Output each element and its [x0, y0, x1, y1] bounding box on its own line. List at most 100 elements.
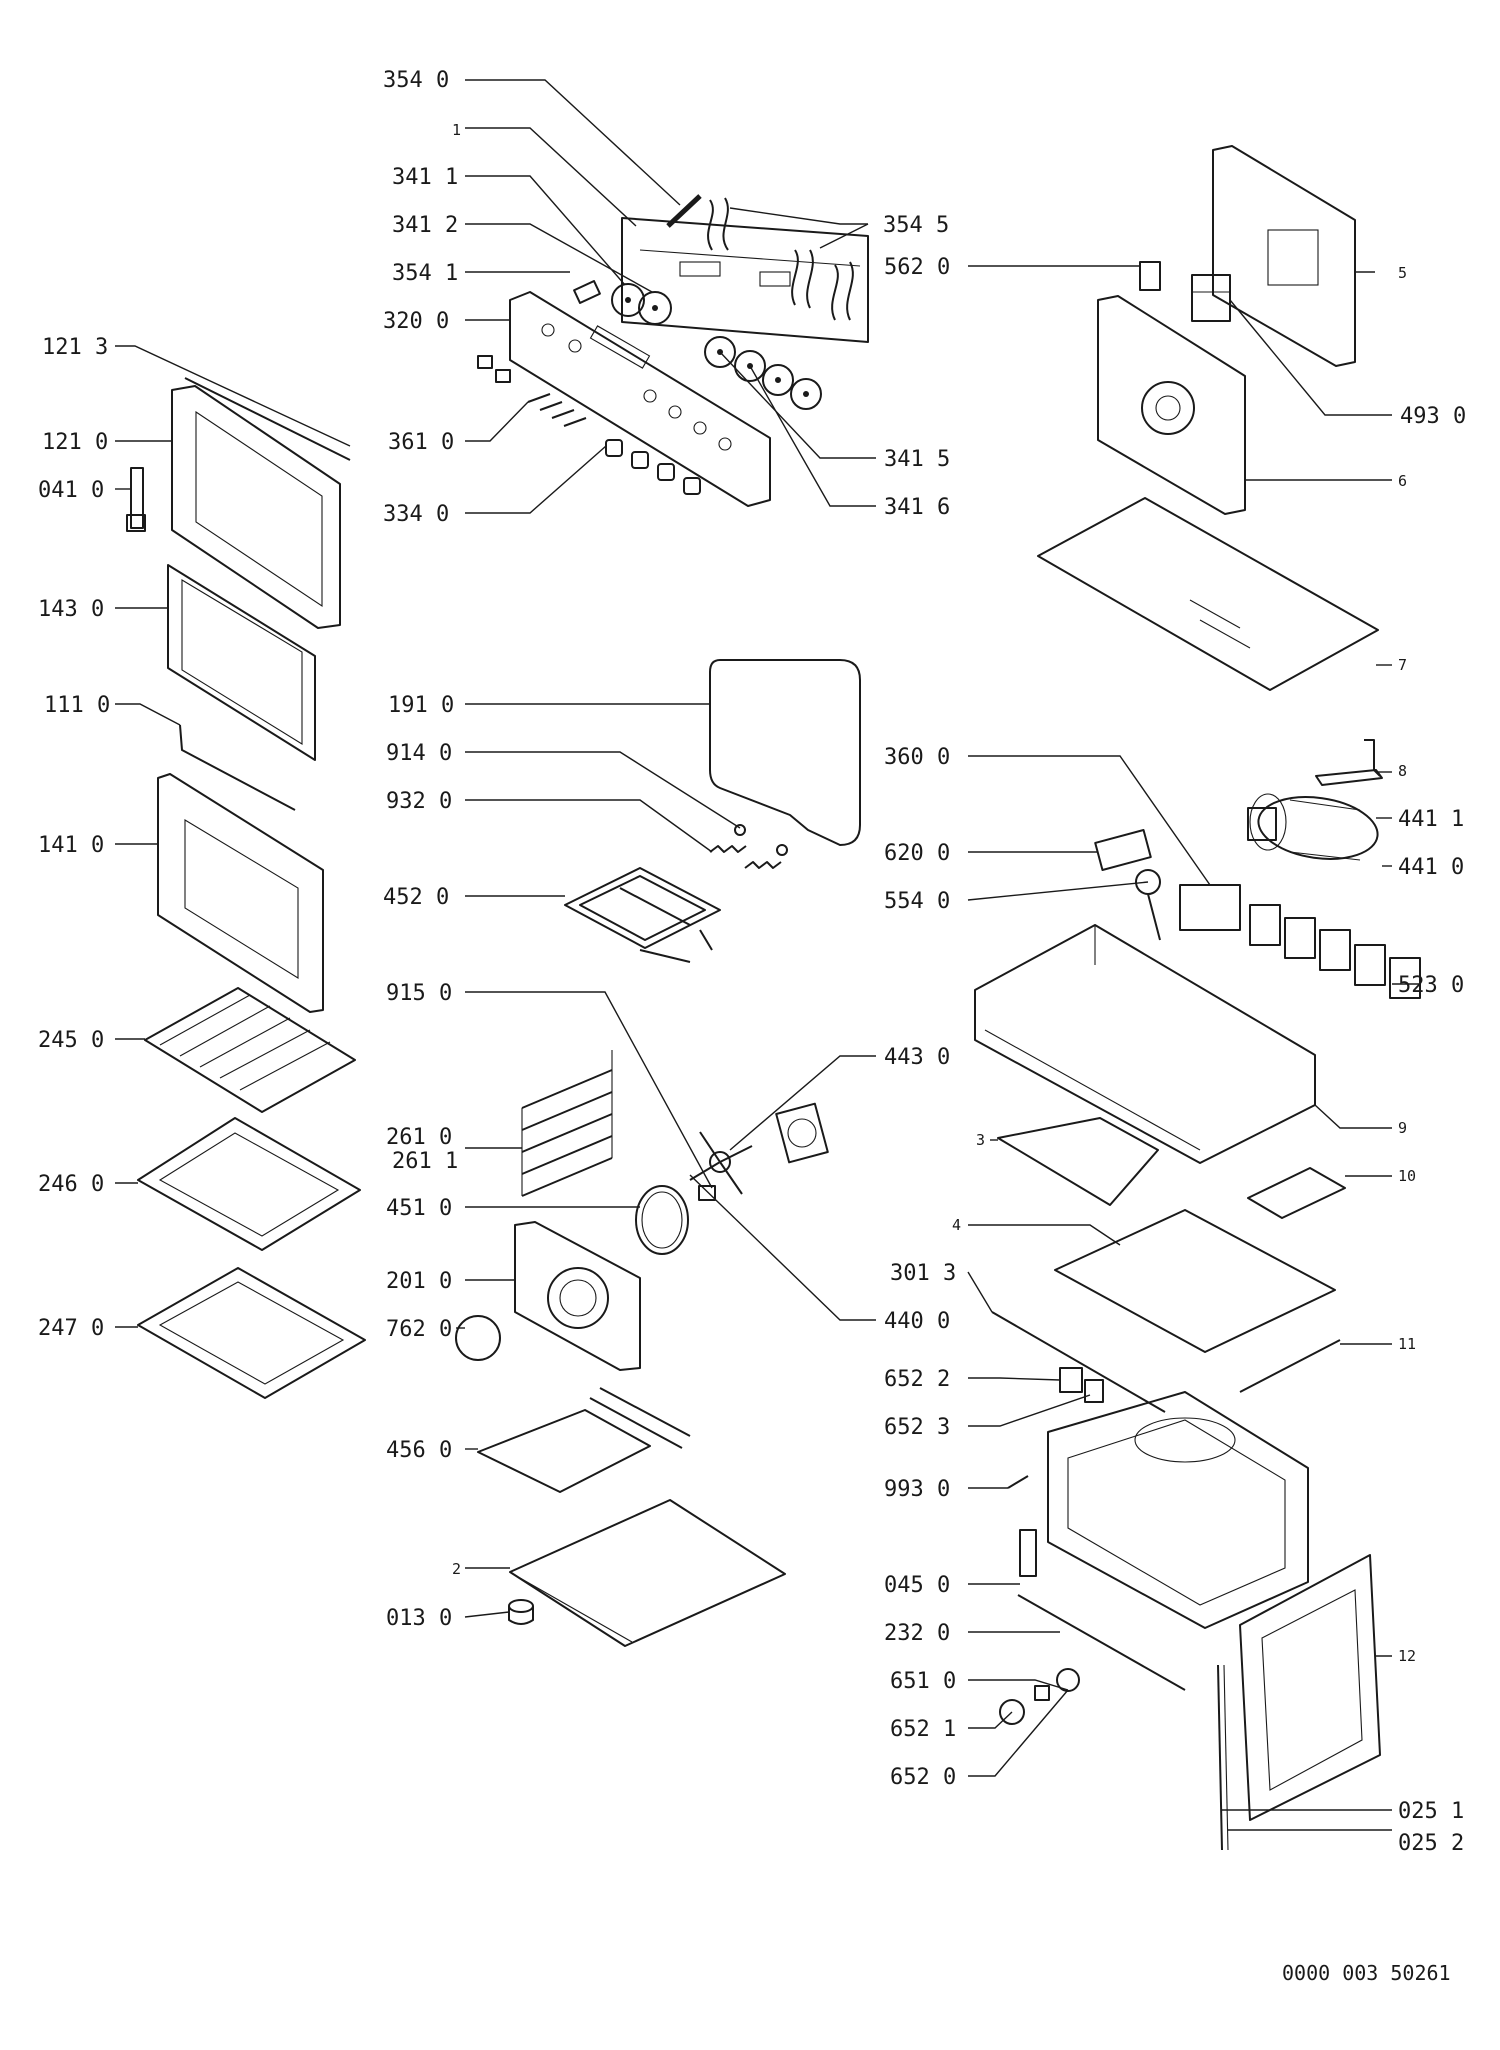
- rear-panel: [1212, 145, 1356, 367]
- cooling-fan-motor: [1247, 793, 1379, 861]
- terminal-block: [1191, 274, 1231, 322]
- insulation-plate-4: [1054, 1209, 1336, 1353]
- label-320-0: 320 0: [383, 309, 449, 334]
- shelf-runners: [521, 1050, 613, 1197]
- door-rod: [179, 724, 296, 811]
- label-025-2: 025 2: [1398, 1831, 1464, 1856]
- rod: [666, 194, 702, 228]
- label-451-0: 451 0: [386, 1196, 452, 1221]
- side-trim-strips: [1217, 1664, 1229, 1851]
- label-111-0: 111 0: [44, 693, 110, 718]
- drip-tray: [137, 1267, 366, 1399]
- outer-door-glass: [157, 773, 324, 1013]
- knob-pins: [477, 355, 587, 427]
- label-914-0: 914 0: [386, 741, 452, 766]
- wire-shelf: [144, 987, 356, 1113]
- label-334-0: 334 0: [383, 502, 449, 527]
- part-drawings: [126, 145, 1421, 1851]
- label-2: 2: [452, 1560, 461, 1578]
- label-6: 6: [1398, 472, 1407, 490]
- label-246-0: 246 0: [38, 1172, 104, 1197]
- label-3: 3: [976, 1131, 985, 1149]
- dial-discs: [611, 283, 822, 410]
- label-562-0: 562 0: [884, 255, 950, 280]
- label-441-1: 441 1: [1398, 807, 1464, 832]
- lamp-knob: [573, 280, 601, 304]
- label-232-0: 232 0: [884, 1621, 950, 1646]
- inner-rear-panel: [1097, 295, 1246, 515]
- thermal-cutout: [1094, 829, 1152, 871]
- label-5: 5: [1398, 264, 1407, 282]
- selector-switch-relays: [1179, 884, 1421, 999]
- label-354-5: 354 5: [883, 213, 949, 238]
- foot: [508, 1599, 534, 1625]
- label-456-0: 456 0: [386, 1438, 452, 1463]
- label-762-0: 762 0: [386, 1317, 452, 1342]
- top-cover: [1037, 497, 1379, 691]
- label-247-0: 247 0: [38, 1316, 104, 1341]
- oven-lamp: [999, 1668, 1080, 1725]
- label-12: 12: [1398, 1647, 1416, 1665]
- label-341-6: 341 6: [884, 495, 950, 520]
- front-trim-strip: [1017, 1594, 1186, 1691]
- label-361-0: 361 0: [388, 430, 454, 455]
- label-025-1: 025 1: [1398, 1799, 1464, 1824]
- label-932-0: 932 0: [386, 789, 452, 814]
- label-915-0: 915 0: [386, 981, 452, 1006]
- inner-glass-panel: [167, 564, 316, 761]
- label-341-1: 341 1: [392, 165, 458, 190]
- fan-gasket: [455, 1315, 501, 1361]
- label-261-1: 261 1: [392, 1149, 458, 1174]
- label-651-0: 651 0: [890, 1669, 956, 1694]
- fan-cover-plate: [514, 1221, 641, 1371]
- label-443-0: 443 0: [884, 1045, 950, 1070]
- label-261-0: 261 0: [386, 1125, 452, 1150]
- label-523-0: 523 0: [1398, 973, 1464, 998]
- label-554-0: 554 0: [884, 889, 950, 914]
- element-springs: [709, 824, 788, 869]
- circular-element: [635, 1185, 689, 1255]
- label-013-0: 013 0: [386, 1606, 452, 1631]
- screw: [1007, 1475, 1029, 1489]
- bracket-plate-10: [1247, 1167, 1346, 1219]
- door-hinge-bracket: [1019, 1529, 1037, 1577]
- part-labels: 354 0 1 341 1 341 2 354 1 320 0 121 3 12…: [38, 68, 1466, 1856]
- label-993-0: 993 0: [884, 1477, 950, 1502]
- document-number: 0000 003 50261: [1282, 1961, 1451, 1985]
- label-10: 10: [1398, 1167, 1416, 1185]
- label-652-3: 652 3: [884, 1415, 950, 1440]
- label-441-0: 441 0: [1398, 855, 1464, 880]
- label-452-0: 452 0: [383, 885, 449, 910]
- thermostat: [1135, 869, 1161, 941]
- wiring-harness: [707, 197, 854, 321]
- grill-element: [564, 867, 721, 963]
- strip-11: [1239, 1339, 1341, 1393]
- label-141-0: 141 0: [38, 833, 104, 858]
- label-354-0: 354 0: [383, 68, 449, 93]
- side-strip: [991, 1311, 1166, 1413]
- control-panel-bracket: [621, 217, 869, 343]
- door-switch: [1139, 261, 1161, 291]
- insulation-plate-3: [997, 1117, 1159, 1206]
- label-191-0: 191 0: [388, 693, 454, 718]
- label-652-1: 652 1: [890, 1717, 956, 1742]
- label-493-0: 493 0: [1400, 404, 1466, 429]
- door-gasket: [709, 659, 861, 846]
- label-341-5: 341 5: [884, 447, 950, 472]
- oven-cavity: [1047, 1391, 1309, 1629]
- label-440-0: 440 0: [884, 1309, 950, 1334]
- label-652-0: 652 0: [890, 1765, 956, 1790]
- leader-lines: [115, 79, 1420, 1831]
- label-301-3: 301 3: [890, 1261, 956, 1286]
- label-620-0: 620 0: [884, 841, 950, 866]
- label-121-3: 121 3: [42, 335, 108, 360]
- oven-floor-plate: [509, 1499, 786, 1647]
- door-seal-strip: [184, 377, 351, 461]
- label-11: 11: [1398, 1335, 1416, 1353]
- front-control-panel: [509, 291, 771, 507]
- label-341-2: 341 2: [392, 213, 458, 238]
- label-1: 1: [452, 121, 461, 139]
- oven-door-panel: [1239, 1554, 1381, 1821]
